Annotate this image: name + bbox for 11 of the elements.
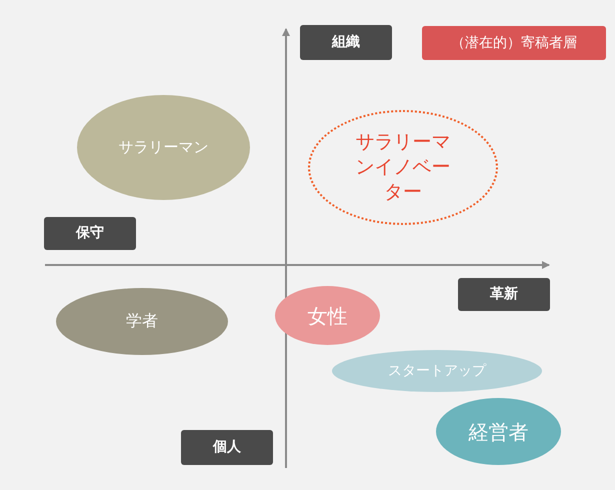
category-ellipse: 経営者 (436, 398, 561, 465)
axis-label-box: 個人 (181, 430, 273, 465)
category-ellipse: スタートアップ (332, 350, 542, 392)
axis-label-box: 組織 (300, 25, 392, 60)
category-ellipse: サラリーマン (77, 95, 250, 200)
axis-label-box: 保守 (44, 217, 136, 250)
axis-label-box: 革新 (458, 278, 550, 311)
dotted-ellipse: サラリーマンイノベーター (308, 110, 498, 225)
category-ellipse: 学者 (56, 288, 228, 355)
category-ellipse: 女性 (275, 286, 380, 345)
key-badge: （潜在的）寄稿者層 (422, 26, 606, 60)
